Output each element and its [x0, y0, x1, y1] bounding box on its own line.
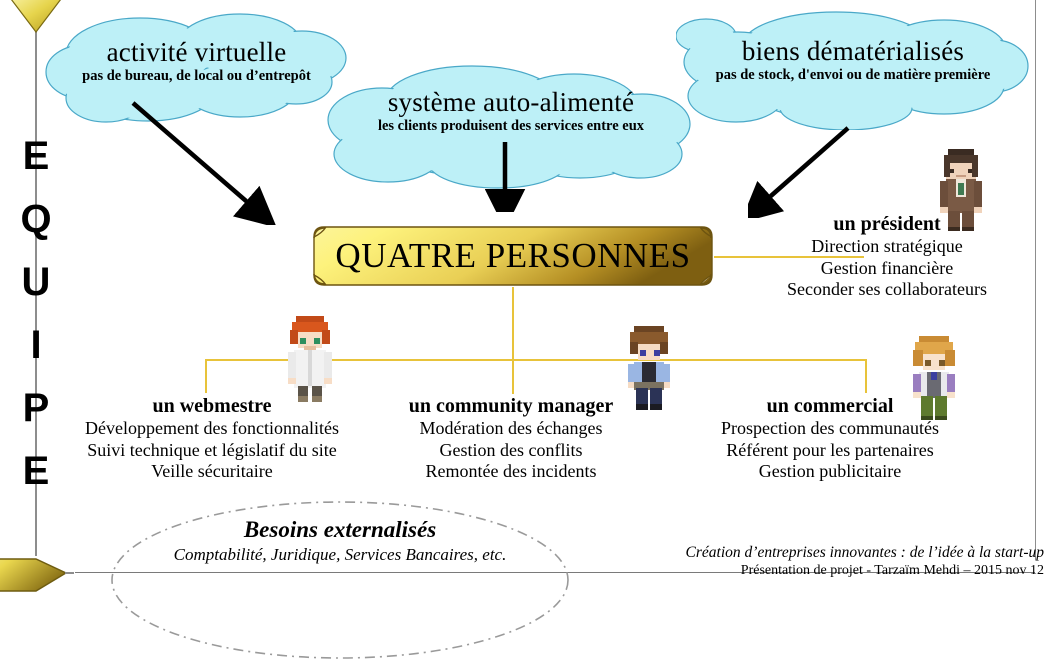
arrow-biens-to-banner: [748, 126, 850, 218]
role-president: un président Direction stratégique Gesti…: [762, 212, 1012, 301]
connector-banner-to-president: [714, 256, 864, 258]
arrow-virtual-to-banner: [131, 101, 277, 225]
equipe-letter-2: Q: [20, 197, 52, 241]
cloud-virtual-text: activité virtuelle pas de bureau, de loc…: [44, 37, 349, 85]
cloud-virtual-subtitle: pas de bureau, de local ou d’entrepôt: [82, 68, 311, 84]
role-president-duty-3: Seconder ses collaborateurs: [787, 279, 987, 299]
cloud-activite-virtuelle: activité virtuelle pas de bureau, de loc…: [44, 10, 349, 128]
role-community-manager: un community manager Modération des écha…: [366, 394, 656, 483]
cloud-auto-text: système auto-alimenté les clients produi…: [322, 87, 700, 135]
dash-dot-ellipse-icon: [111, 501, 569, 659]
cloud-biens-dematerialises: biens dématérialisés pas de stock, d'env…: [675, 10, 1030, 131]
besoins-subtitle: Comptabilité, Juridique, Services Bancai…: [173, 545, 507, 564]
equipe-letter-5: P: [22, 386, 50, 430]
commercial-sprite: [913, 336, 955, 420]
footer: Création d’entreprises innovantes : de l…: [664, 543, 1044, 580]
banner-shape-icon: [313, 226, 713, 286]
arrow-auto-to-banner: [484, 142, 526, 212]
banner-label: QUATRE PERSONNES: [335, 236, 691, 275]
right-border-rule: [1035, 0, 1036, 560]
role-community-manager-duty-1: Modération des échanges: [419, 418, 603, 438]
role-webmestre-duty-3: Veille sécuritaire: [151, 461, 273, 481]
cloud-auto-subtitle: les clients produisent des services entr…: [377, 118, 645, 134]
footer-line-1: Création d’entreprises innovantes : de l…: [685, 544, 1044, 561]
cloud-shape-icon: [327, 65, 691, 189]
webmestre-sprite: [288, 316, 332, 402]
connector-banner-drop: [512, 287, 514, 394]
equipe-vertical-label: E Q U I P E: [8, 125, 64, 503]
besoins-externalises-text: Besoins externalisés Comptabilité, Jurid…: [110, 516, 570, 566]
role-commercial-duty-2: Référent pour les partenaires: [726, 439, 934, 460]
role-webmestre-duty-1: Développement des fonctionnalités: [85, 418, 339, 438]
cloud-biens-text: biens dématérialisés pas de stock, d'env…: [676, 36, 1030, 84]
role-webmestre: un webmestre Développement des fonctionn…: [58, 394, 366, 483]
role-webmestre-duty-2: Suivi technique et législatif du site: [87, 439, 337, 460]
equipe-letter-4: I: [30, 323, 42, 367]
role-president-duty-2: Gestion financière: [820, 257, 954, 278]
equipe-letter-3: U: [21, 260, 51, 304]
president-sprite: [940, 149, 982, 231]
cloud-systeme-auto-alimente: système auto-alimenté les clients produi…: [322, 62, 700, 192]
cloud-shape-icon: [45, 13, 347, 123]
cloud-biens-subtitle: pas de stock, d'envoi ou de matière prem…: [715, 67, 991, 83]
cloud-biens-title: biens dématérialisés: [741, 36, 965, 66]
role-community-manager-duty-2: Gestion des conflits: [439, 439, 583, 460]
slide-canvas: E Q U I P E: [0, 0, 1044, 659]
role-community-manager-title: un community manager: [408, 395, 614, 417]
quatre-personnes-banner[interactable]: QUATRE PERSONNES: [312, 225, 714, 287]
besoins-externalises-ellipse: Besoins externalisés Comptabilité, Jurid…: [110, 500, 570, 660]
cloud-auto-title: système auto-alimenté: [387, 87, 635, 117]
equipe-letter-6: E: [22, 449, 50, 493]
connector-drop-commercial: [865, 359, 867, 393]
connector-horizontal-bus: [205, 359, 867, 361]
role-president-title: un président: [833, 213, 941, 235]
role-commercial-duty-3: Gestion publicitaire: [758, 461, 902, 481]
spine-bottom-arrow-icon: [0, 558, 74, 592]
equipe-spine-line: [35, 28, 37, 556]
cloud-shape-icon: [675, 11, 1029, 131]
role-commercial: un commercial Prospection des communauté…: [686, 394, 974, 483]
role-commercial-title: un commercial: [766, 395, 894, 417]
spine-top-chevron-icon: [11, 0, 61, 33]
besoins-title: Besoins externalisés: [243, 517, 437, 542]
connector-drop-webmestre: [205, 359, 207, 393]
cloud-virtual-title: activité virtuelle: [106, 37, 287, 67]
role-commercial-duty-1: Prospection des communautés: [721, 418, 939, 438]
role-president-duty-1: Direction stratégique: [811, 236, 963, 256]
bottom-border-rule: [75, 572, 1035, 573]
footer-line-2: Présentation de projet - Tarzaïm Mehdi –…: [740, 563, 1044, 578]
equipe-letter-1: E: [22, 134, 50, 178]
community-manager-sprite: [628, 326, 670, 410]
role-webmestre-title: un webmestre: [152, 395, 272, 417]
role-community-manager-duty-3: Remontée des incidents: [425, 461, 597, 481]
